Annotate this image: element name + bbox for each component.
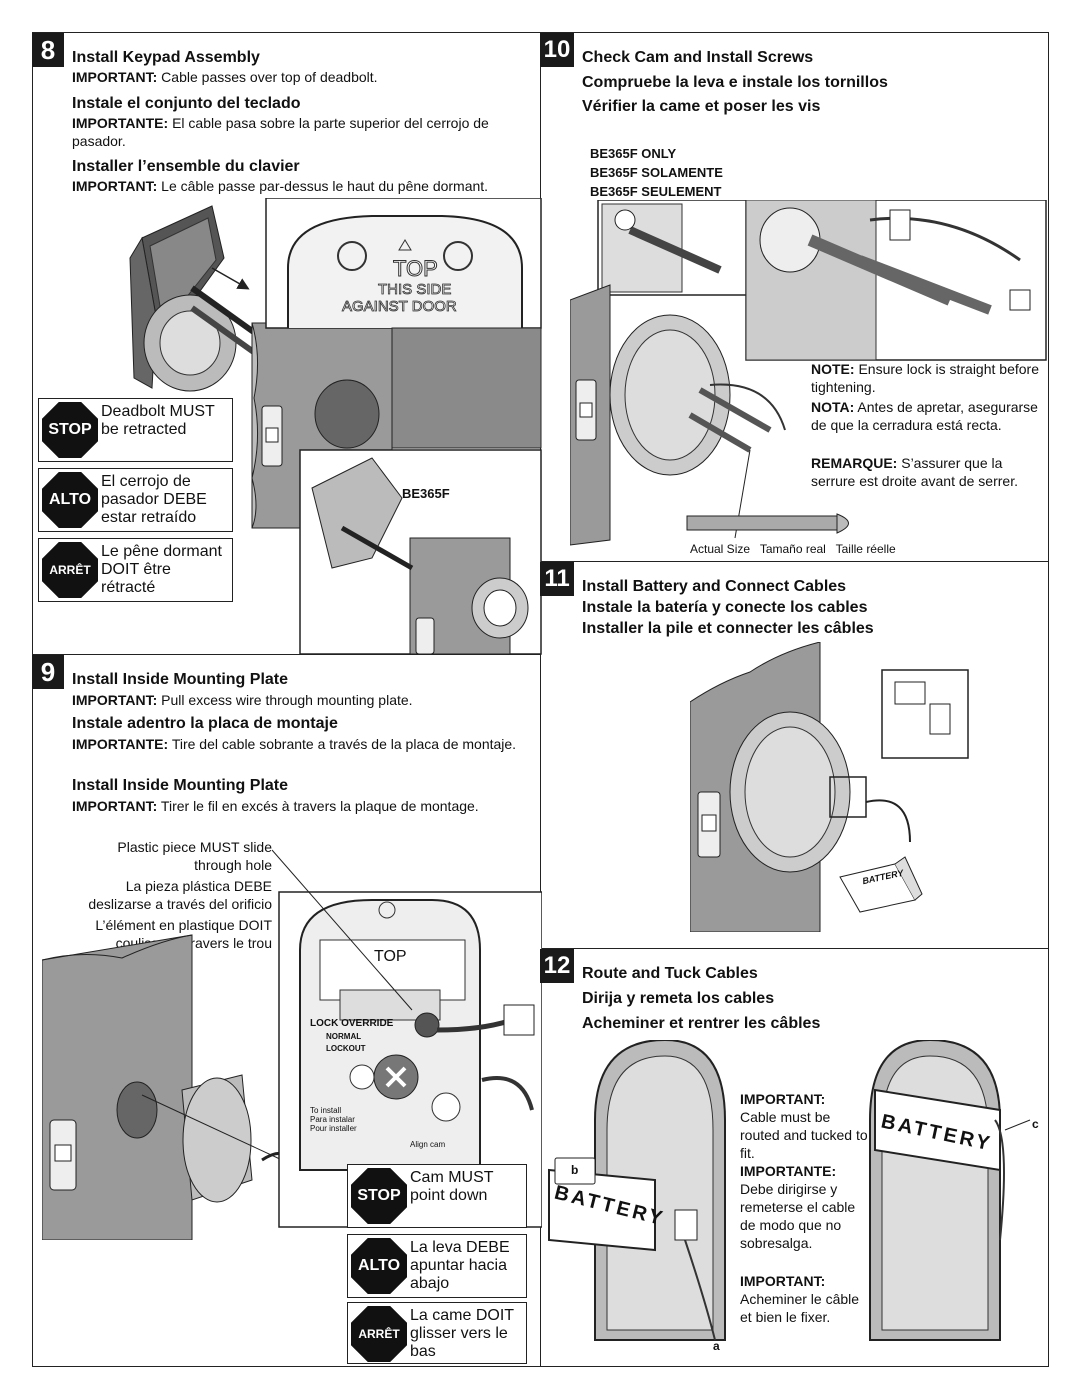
to-install-label: To install xyxy=(310,1106,342,1115)
plate-against-door-text: AGAINST DOOR xyxy=(342,298,458,316)
battery-install-illustration xyxy=(690,642,969,932)
step-12-important-en: IMPORTANT:Cable must be routed and tucke… xyxy=(740,1091,868,1161)
divider-step11 xyxy=(540,561,1049,562)
plate-top-label-9: TOP xyxy=(374,948,407,965)
alto-box-es: ALTO El cerrojo de pasador DEBE estar re… xyxy=(38,468,233,532)
label-a: a xyxy=(713,1339,720,1353)
step-12-title-fr: Acheminer et rentrer les câbles xyxy=(582,1015,821,1032)
step-9-title-en: Install Inside Mounting Plate xyxy=(72,671,289,688)
divider-step9 xyxy=(32,654,541,655)
label-c: c xyxy=(1032,1117,1039,1131)
alto-sign-icon: ALTO xyxy=(351,1238,407,1294)
step-10-title-fr: Vérifier la came et poser les vis xyxy=(582,98,821,115)
lockout-label: LOCKOUT xyxy=(326,1044,366,1053)
step-10-badge: 10 xyxy=(540,33,574,67)
step-12-title-es: Dirija y remeta los cables xyxy=(582,990,775,1007)
actual-size-label: Actual Size Tamaño real Taille réelle xyxy=(690,542,896,556)
label-b: b xyxy=(571,1163,579,1177)
normal-label: NORMAL xyxy=(326,1032,362,1041)
step-11-title-fr: Installer la pile et connecter les câble… xyxy=(582,620,874,637)
step-10-title-en: Check Cam and Install Screws xyxy=(582,49,814,66)
step-11-badge: 11 xyxy=(540,562,574,596)
alto-text-es: El cerrojo de pasador DEBE estar retraíd… xyxy=(101,473,207,526)
step-11-title-es: Instale la batería y conecte los cables xyxy=(582,599,868,616)
step-11-title-en: Install Battery and Connect Cables xyxy=(582,578,847,595)
plate-this-side-text: THIS SIDE xyxy=(378,281,452,299)
note-fr: REMARQUE: S’assurer que la serrure est d… xyxy=(811,455,1018,489)
alto-box-cam-es: ALTO La leva DEBE apuntar hacia abajo xyxy=(347,1234,527,1298)
be365f-only-fr: BE365F SEULEMENT xyxy=(590,184,722,199)
para-instalar-label: Para instalar xyxy=(310,1115,355,1124)
step-12-important-es: IMPORTANTE:Debe dirigirse y remeterse el… xyxy=(740,1163,856,1251)
step-9-important-es: IMPORTANTE: Tire del cable sobrante a tr… xyxy=(72,736,517,752)
stop-box-cam-en: STOP Cam MUST point down xyxy=(347,1164,527,1228)
arret-sign-icon: ARRÊT xyxy=(42,542,98,598)
step-8-badge: 8 xyxy=(32,33,64,67)
note-en: NOTE: Ensure lock is straight before tig… xyxy=(811,361,1039,395)
callout-plastic-en: Plastic piece MUST slide through hole xyxy=(117,839,272,873)
lock-override-label: LOCK OVERRIDE xyxy=(310,1018,394,1029)
arret-box-fr: ARRÊT Le pêne dormant DOIT être rétracté xyxy=(38,538,233,602)
arret-sign-icon: ARRÊT xyxy=(351,1306,407,1362)
arret-text-cam-fr: La came DOIT glisser vers le bas xyxy=(410,1307,514,1360)
callout-plastic-es: La pieza plástica DEBE deslizarse a trav… xyxy=(88,878,272,912)
step-8-important-en: IMPORTANT: Cable passes over top of dead… xyxy=(72,69,378,85)
divider-step12 xyxy=(540,948,1049,949)
step-9-title-fr: Install Inside Mounting Plate xyxy=(72,777,289,794)
step-12-important-fr: IMPORTANT:Acheminer le câble et bien le … xyxy=(740,1273,860,1325)
alto-text-cam-es: La leva DEBE apuntar hacia abajo xyxy=(410,1239,510,1292)
be365f-label: BE365F xyxy=(402,486,450,501)
step-8-title-fr: Installer l’ensemble du clavier xyxy=(72,158,300,175)
step-8-title-en: Install Keypad Assembly xyxy=(72,49,260,66)
step-8-title-es: Instale el conjunto del teclado xyxy=(72,95,301,112)
stop-text-en: Deadbolt MUST be retracted xyxy=(101,403,215,438)
be365f-only-es: BE365F SOLAMENTE xyxy=(590,165,723,180)
align-cam-label: Align cam xyxy=(410,1140,446,1149)
stop-text-cam-en: Cam MUST point down xyxy=(410,1169,494,1204)
pour-installer-label: Pour installer xyxy=(310,1124,357,1133)
step-9-important-en: IMPORTANT: Pull excess wire through moun… xyxy=(72,692,413,708)
route-cables-left-illustration xyxy=(548,1040,726,1341)
alto-sign-icon: ALTO xyxy=(42,472,98,528)
step-12-title-en: Route and Tuck Cables xyxy=(582,965,758,982)
step-9-important-fr: IMPORTANT: Tirer le fil en excés à trave… xyxy=(72,798,479,814)
be365f-only-en: BE365F ONLY xyxy=(590,146,677,161)
arret-box-cam-fr: ARRÊT La came DOIT glisser vers le bas xyxy=(347,1302,527,1364)
plate-top-text: TOP xyxy=(393,256,439,282)
keypad-assembly-illustration xyxy=(129,198,542,655)
stop-sign-icon: STOP xyxy=(42,402,98,458)
panel-right xyxy=(540,32,1049,1367)
step-8-important-fr: IMPORTANT: Le câble passe par-dessus le … xyxy=(72,178,489,194)
note-es: NOTA: Antes de apretar, asegurarse de qu… xyxy=(811,399,1038,433)
route-cables-right-illustration xyxy=(869,1040,1031,1341)
step-10-title-es: Compruebe la leva e instale los tornillo… xyxy=(582,74,888,91)
arret-text-fr: Le pêne dormant DOIT être rétracté xyxy=(101,543,222,596)
step-12-badge: 12 xyxy=(540,949,574,983)
step-9-title-es: Instale adentro la placa de montaje xyxy=(72,715,338,732)
screws-illustration xyxy=(570,200,1047,546)
stop-box-en: STOP Deadbolt MUST be retracted xyxy=(38,398,233,462)
step-8-important-es: IMPORTANTE: El cable pasa sobre la parte… xyxy=(72,115,489,149)
stop-sign-icon: STOP xyxy=(351,1168,407,1224)
step-9-badge: 9 xyxy=(32,655,64,689)
